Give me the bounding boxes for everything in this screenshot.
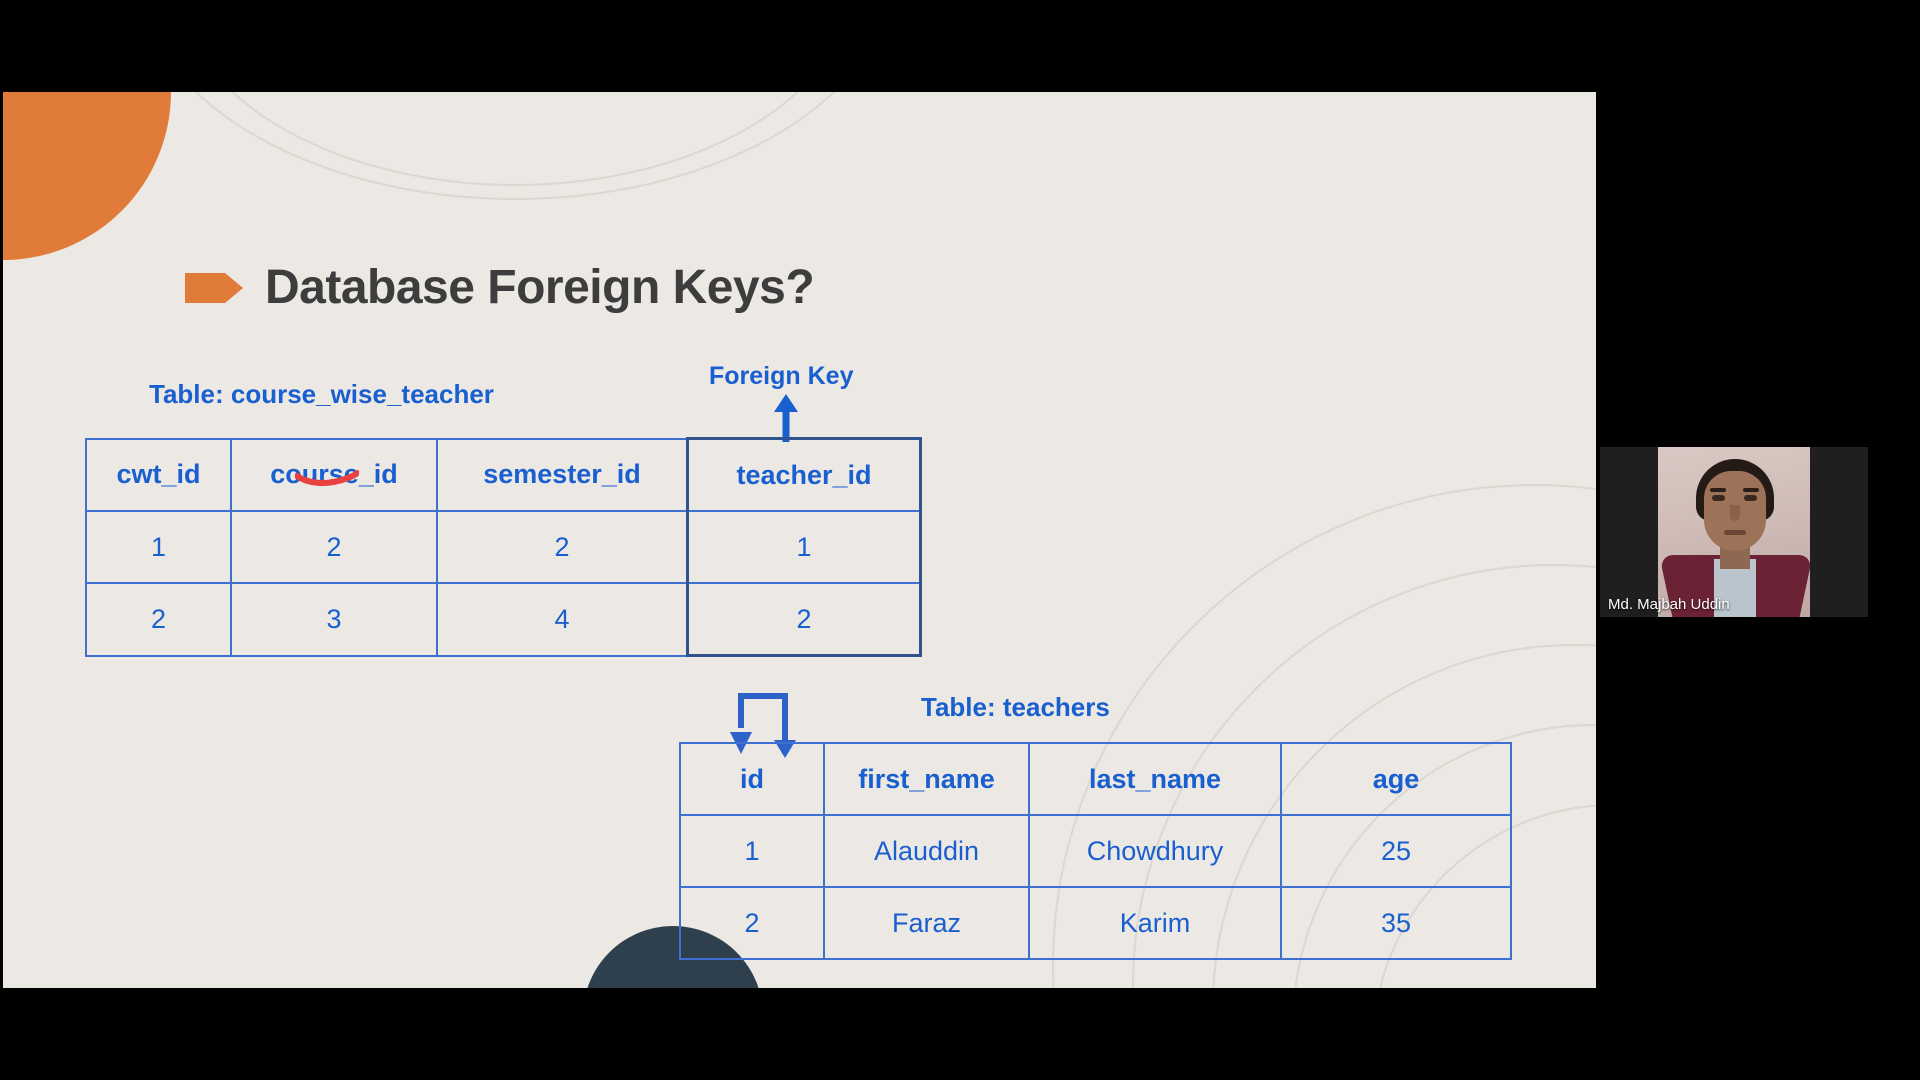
cell-first-name: Faraz [823,886,1030,960]
orange-pentagon-arrow-bullet-icon [185,272,243,303]
column-header-semester-id: semester_id [436,437,689,512]
table-header-row: id first_name last_name age [679,742,1512,816]
table-teachers: id first_name last_name age 1 Alauddin C… [679,742,1512,960]
cell-teacher-id: 1 [686,510,922,584]
avatar-eye-right [1744,495,1757,501]
table-course-wise-teacher: cwt_id course_id semester_id teacher_id … [85,437,922,657]
cell-cwt-id: 1 [85,510,232,584]
slide-title-row: Database Foreign Keys? [185,260,815,315]
shared-slide-surface: Database Foreign Keys? Table: course_wis… [3,92,1596,988]
cell-cwt-id: 2 [85,582,232,657]
participant-video-tile[interactable]: Md. Majbah Uddin [1600,447,1868,617]
table-header-row: cwt_id course_id semester_id teacher_id [85,437,922,512]
column-header-teacher-id: teacher_id [686,437,922,512]
cell-course-id: 2 [230,510,438,584]
table-caption-teachers: Table: teachers [921,692,1110,722]
column-header-age: age [1280,742,1512,816]
page-title: Database Foreign Keys? [265,261,815,314]
table-row: 2 3 4 2 [85,582,922,657]
column-header-id: id [679,742,825,816]
foreign-key-callout-label: Foreign Key [709,362,854,390]
cell-age: 25 [1280,814,1512,888]
avatar-eyebrow-left [1710,488,1726,492]
cell-first-name: Alauddin [823,814,1030,888]
orange-corner-circle-decoration [3,92,171,260]
webcam-video-feed [1658,447,1810,617]
column-header-first-name: first_name [823,742,1030,816]
avatar-eyebrow-right [1743,488,1759,492]
column-header-cwt-id: cwt_id [85,437,232,512]
table-row: 1 2 2 1 [85,510,922,584]
column-header-last-name: last_name [1028,742,1282,816]
avatar-eye-left [1712,495,1725,501]
avatar-mouth [1724,530,1746,535]
table-caption-course-wise-teacher: Table: course_wise_teacher [149,379,494,409]
table-row: 1 Alauddin Chowdhury 25 [679,814,1512,888]
cell-course-id: 3 [230,582,438,657]
arrow-up-icon [774,394,798,442]
cell-id: 2 [679,886,825,960]
top-arc-decoration-2 [133,92,897,200]
participant-name-label: Md. Majbah Uddin [1608,596,1730,613]
avatar-nose [1730,505,1740,521]
cell-last-name: Karim [1028,886,1282,960]
cell-age: 35 [1280,886,1512,960]
table-row: 2 Faraz Karim 35 [679,886,1512,960]
cell-semester-id: 2 [436,510,689,584]
column-header-course-id: course_id [230,437,438,512]
cell-id: 1 [679,814,825,888]
cell-teacher-id: 2 [686,582,922,657]
cell-semester-id: 4 [436,582,689,657]
cell-last-name: Chowdhury [1028,814,1282,888]
